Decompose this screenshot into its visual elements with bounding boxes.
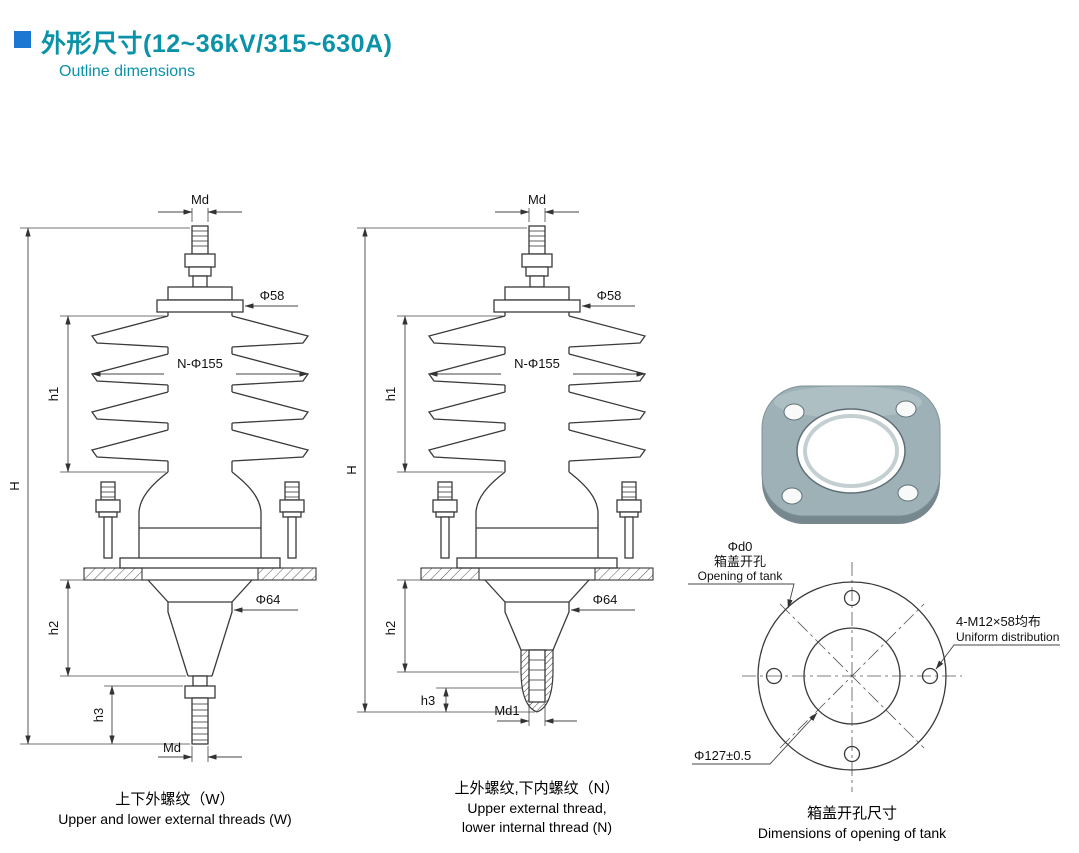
flange-photo [761, 385, 941, 524]
w-md-top-label: Md [191, 192, 209, 207]
page-title: 外形尺寸(12~36kV/315~630A) [41, 30, 393, 58]
w-phi58-label: Φ58 [260, 288, 285, 303]
w-dim-h1: h1 [46, 315, 166, 473]
n-dim-h1: h1 [383, 315, 503, 473]
w-h3-label: h3 [91, 708, 106, 722]
header-titles: 外形尺寸(12~36kV/315~630A) Outline dimension… [41, 24, 392, 81]
w-n-phi155-label: N-Φ155 [177, 356, 223, 371]
w-h2-label: h2 [46, 621, 61, 635]
n-cap [493, 286, 581, 313]
n-lower-dome [484, 579, 590, 713]
n-sheds [427, 312, 647, 472]
n-top-stud [521, 225, 553, 288]
w-dim-h3: h3 [91, 685, 183, 745]
flange-bolt-hole [895, 400, 917, 418]
n-dim-md-top: Md [495, 192, 579, 222]
caption-w-en: Upper and lower external threads (W) [58, 811, 292, 827]
w-dim-h: H [7, 227, 190, 745]
caption-w-zh: 上下外螺纹（W） [115, 791, 235, 808]
flange-bolt-hole [781, 487, 803, 505]
n-h2-label: h2 [383, 621, 398, 635]
tank-opening-circle [757, 581, 947, 771]
w-top-stud [184, 225, 216, 288]
bolt-hole-left [765, 667, 783, 685]
n-dim-h3: h3 [421, 687, 523, 713]
tank-opening-drawing: Φd0 箱盖开孔 Opening of tank 4-M12×58均布 Unif… [688, 539, 1060, 792]
n-h3-label: h3 [421, 693, 435, 708]
flange-highlight [774, 386, 922, 418]
bolt-hole-right [921, 667, 939, 685]
w-dim-phi58: Φ58 [244, 288, 298, 309]
w-flange-plate [83, 557, 317, 581]
caption-n: 上外螺纹,下内螺纹（N） Upper external thread, lowe… [397, 779, 677, 837]
n-dim-phi58: Φ58 [581, 288, 635, 309]
page-header: 外形尺寸(12~36kV/315~630A) Outline dimension… [14, 24, 392, 81]
w-lower-cone [147, 579, 253, 677]
w-sheds [90, 312, 310, 472]
opening-zh-label: 箱盖开孔 [714, 554, 766, 569]
bolt-hole-top [843, 589, 861, 607]
w-dim-phi64: Φ64 [233, 592, 298, 613]
bolt-spec-en-label: Uniform distribution [956, 630, 1059, 644]
n-dim-phi64: Φ64 [570, 592, 635, 613]
bolt-spec-zh-label: 4-M12×58均布 [956, 614, 1041, 629]
n-body [475, 471, 599, 558]
n-side-bolts [432, 481, 642, 559]
drawing-n: Md Φ58 N-Φ155 [344, 192, 654, 726]
w-h1-label: h1 [46, 387, 61, 401]
flange-bolt-hole [897, 484, 919, 502]
flange-bolt-hole [783, 403, 805, 421]
n-flange-plate [420, 557, 654, 581]
n-phi64-label: Φ64 [593, 592, 618, 607]
w-bottom-stud [184, 675, 216, 745]
caption-n-en-2: lower internal thread (N) [461, 819, 613, 835]
w-dim-md-top: Md [158, 192, 242, 222]
w-side-bolts [95, 481, 305, 559]
n-h1-label: h1 [383, 387, 398, 401]
page-subtitle: Outline dimensions [59, 63, 196, 80]
n-md1-label: Md1 [494, 703, 519, 718]
bolt-hole-bottom [843, 745, 861, 763]
label-bolt-spec: 4-M12×58均布 Uniform distribution [935, 614, 1060, 670]
caption-tank: 箱盖开孔尺寸 Dimensions of opening of tank [712, 804, 992, 843]
n-phi58-label: Φ58 [597, 288, 622, 303]
w-dim-n-phi155: N-Φ155 [91, 356, 309, 377]
n-dim-md1: Md1 [494, 703, 577, 726]
caption-n-zh: 上外螺纹,下内螺纹（N） [454, 780, 620, 797]
n-dim-n-phi155: N-Φ155 [428, 356, 646, 377]
w-dim-md-bottom: Md [158, 740, 242, 762]
drawing-w: Md Φ58 N-Φ155 [7, 192, 317, 762]
w-h-label: H [7, 481, 22, 490]
w-body [138, 471, 262, 558]
caption-tank-zh: 箱盖开孔尺寸 [806, 805, 897, 822]
phi127-label: Φ127±0.5 [694, 748, 751, 763]
caption-tank-en: Dimensions of opening of tank [757, 825, 947, 841]
tank-inner-circle [803, 627, 901, 725]
label-opening-of-tank: Φd0 箱盖开孔 Opening of tank [688, 539, 795, 609]
n-n-phi155-label: N-Φ155 [514, 356, 560, 371]
flange-center-hole [796, 408, 906, 494]
w-cap [156, 286, 244, 313]
header-bullet-icon [14, 31, 31, 48]
opening-en-label: Opening of tank [698, 569, 784, 583]
w-phi64-label: Φ64 [256, 592, 281, 607]
n-h-label: H [344, 465, 359, 474]
n-md-top-label: Md [528, 192, 546, 207]
w-dim-h2: h2 [46, 579, 186, 677]
caption-n-en-1: Upper external thread, [467, 800, 607, 816]
n-dim-h2: h2 [383, 579, 519, 673]
label-bolt-circle: Φ127±0.5 [692, 712, 818, 765]
phi-d0-label: Φd0 [728, 539, 753, 554]
w-md-bottom-label: Md [163, 740, 181, 755]
caption-w: 上下外螺纹（W） Upper and lower external thread… [35, 790, 315, 829]
